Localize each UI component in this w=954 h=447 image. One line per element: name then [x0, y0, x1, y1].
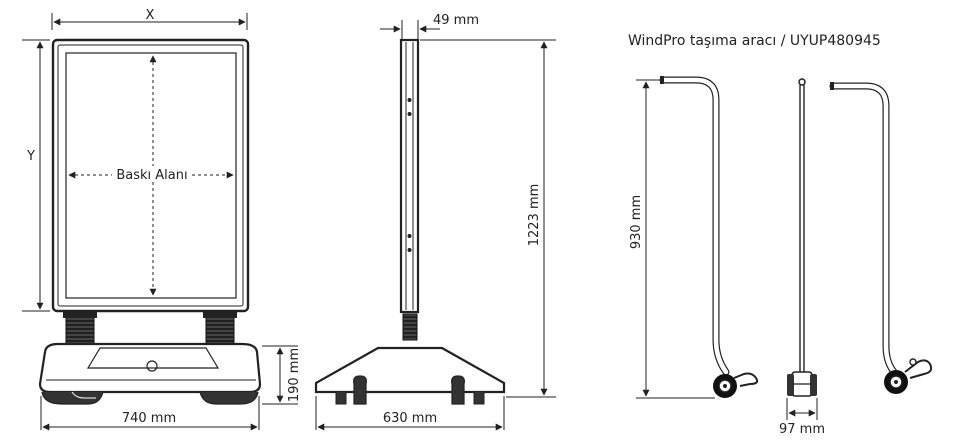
side-base [314, 346, 506, 394]
base-height-label: 190 mm [287, 348, 302, 402]
left-spring [65, 315, 95, 347]
front-height-label: Y [26, 149, 35, 164]
side-wheel-left [353, 375, 367, 405]
base-cap [146, 360, 158, 372]
trolley-side-view-mirrored [829, 82, 933, 394]
trolley-width-label: 97 mm [779, 422, 825, 437]
side-view: 49 mm 1223 mm 630 mm [314, 13, 556, 431]
front-view: X Y Baskı Alanı 740 mm [22, 8, 302, 431]
base-depth-label: 630 mm [383, 411, 437, 426]
left-foot [41, 391, 104, 405]
trolley-title: WindPro taşıma aracı / UYUP480945 [628, 33, 881, 49]
print-area [65, 52, 237, 299]
right-foot [199, 391, 259, 405]
side-spring [402, 313, 418, 341]
side-profile [399, 38, 420, 314]
side-thickness-label: 49 mm [433, 13, 479, 28]
right-spring [205, 315, 235, 347]
front-width-label: X [146, 8, 155, 23]
base-width-label: 740 mm [122, 411, 176, 426]
print-area-label: Baskı Alanı [116, 168, 187, 183]
trolley-front-view [787, 78, 817, 397]
side-height-label: 1223 mm [527, 184, 542, 247]
trolley-height-label: 930 mm [629, 195, 644, 249]
trolley-views: WindPro taşıma aracı / UYUP480945 930 mm [628, 33, 933, 437]
trolley-side-view [659, 76, 759, 398]
side-wheel-right [451, 375, 465, 405]
